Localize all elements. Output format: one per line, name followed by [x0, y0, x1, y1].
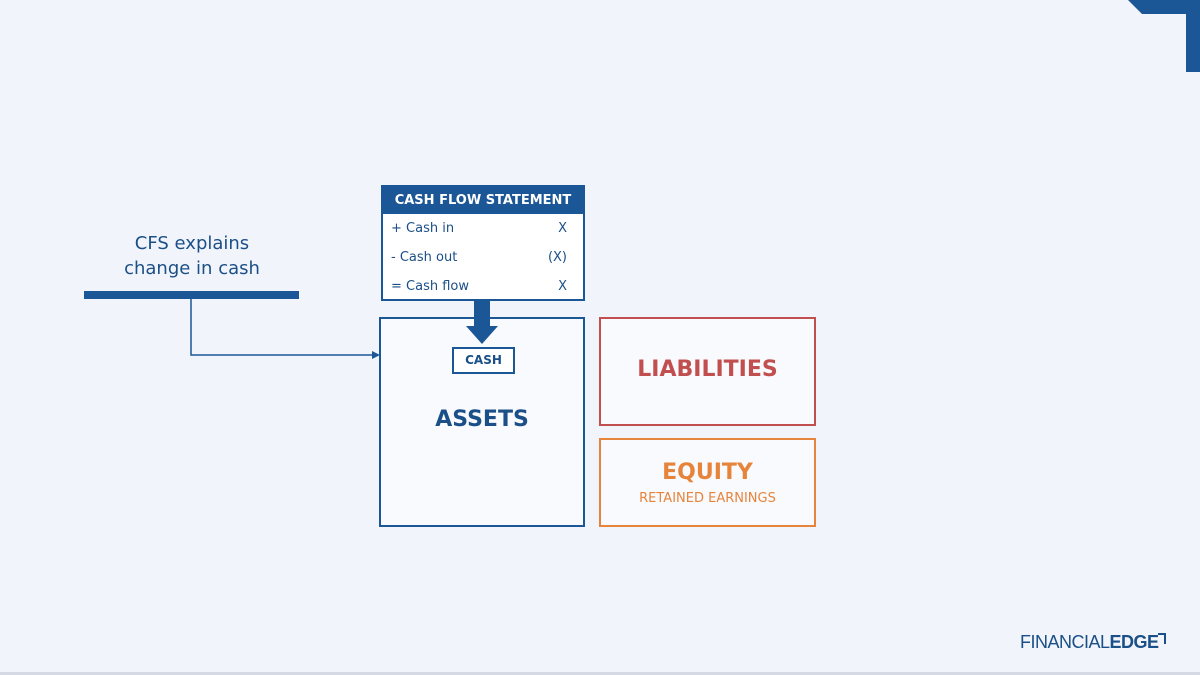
- cfs-caption: CFS explains change in cash: [92, 231, 292, 281]
- cfs-caption-line1: CFS explains: [134, 233, 250, 254]
- equity-label: EQUITY: [662, 460, 753, 485]
- logo-mark-icon: [1158, 633, 1166, 644]
- cfs-row-cash-in: + Cash in X: [383, 214, 583, 243]
- cfs-caption-line2: change in cash: [124, 258, 260, 279]
- assets-label: ASSETS: [435, 407, 529, 432]
- cash-flow-statement: CASH FLOW STATEMENT + Cash in X - Cash o…: [381, 185, 585, 301]
- financial-edge-logo: FINANCIALEDGE: [1020, 632, 1166, 656]
- assets-box: CASH ASSETS: [379, 317, 585, 527]
- cfs-row-value: X: [558, 221, 567, 236]
- logo-text-edge: EDGE: [1109, 632, 1160, 652]
- cfs-row-cash-flow: = Cash flow X: [383, 272, 583, 301]
- bottom-divider: [0, 672, 1200, 675]
- liabilities-label: LIABILITIES: [637, 357, 778, 382]
- cfs-row-label: - Cash out: [391, 250, 458, 265]
- equity-box: EQUITY RETAINED EARNINGS: [599, 438, 816, 527]
- retained-earnings-label: RETAINED EARNINGS: [639, 491, 776, 506]
- cfs-row-label: = Cash flow: [391, 279, 469, 294]
- cfs-row-value: X: [558, 279, 567, 294]
- cfs-row-label: + Cash in: [391, 221, 455, 236]
- cfs-row-value: (X): [547, 250, 567, 265]
- liabilities-box: LIABILITIES: [599, 317, 816, 426]
- logo-text-financial: FINANCIAL: [1020, 632, 1110, 652]
- cash-tag: CASH: [452, 347, 515, 374]
- cfs-row-cash-out: - Cash out (X): [383, 243, 583, 272]
- cash-flow-statement-title: CASH FLOW STATEMENT: [383, 187, 583, 214]
- caption-underline-bar: [84, 291, 299, 299]
